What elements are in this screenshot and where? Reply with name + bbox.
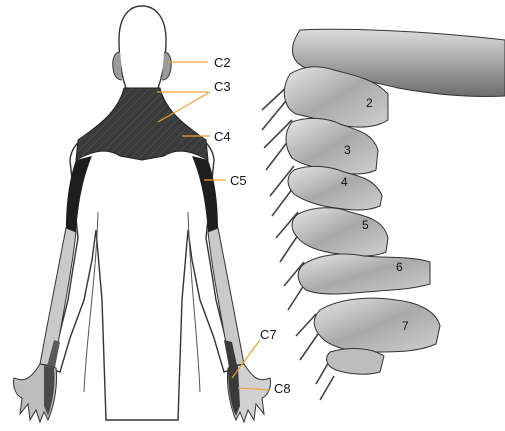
vertebra-below-c7	[327, 349, 384, 375]
left-hand-dark	[44, 366, 55, 416]
neck-region	[76, 88, 208, 160]
vertebra-c5	[292, 208, 388, 256]
label-c8: C8	[274, 381, 291, 396]
label-c7: C7	[260, 327, 277, 342]
vertebra-c7	[314, 298, 440, 352]
vertebra-number-3: 3	[344, 143, 351, 157]
body-figure	[13, 6, 270, 422]
right-hand-dark	[228, 366, 240, 416]
vertebra-number-2: 2	[366, 96, 373, 110]
vertebra-number-7: 7	[402, 319, 409, 333]
vertebra-number-5: 5	[362, 218, 369, 232]
vertebra-number-4: 4	[341, 175, 348, 189]
label-c4: C4	[214, 129, 231, 144]
cervical-spine-illustration	[262, 29, 505, 400]
vertebra-number-6: 6	[396, 260, 403, 274]
vertebra-c6	[298, 254, 430, 294]
label-c3: C3	[214, 79, 231, 94]
label-c5: C5	[230, 173, 247, 188]
label-c2: C2	[214, 55, 231, 70]
